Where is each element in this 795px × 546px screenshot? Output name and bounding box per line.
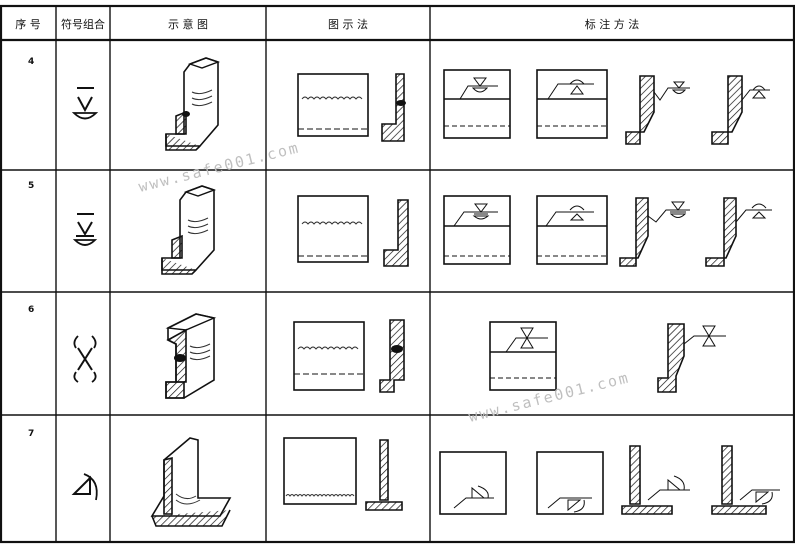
table-grid (0, 4, 795, 544)
row-number: 5 (28, 181, 34, 191)
row-number: 4 (28, 57, 34, 67)
row-6-symbol-combo (73, 335, 97, 383)
row-4-annotation (443, 69, 770, 145)
row-7-annotation (439, 445, 780, 515)
row-5-symbol-combo (72, 213, 98, 246)
header-seq: 序 号 (15, 17, 41, 31)
row-4-diagram (165, 57, 221, 151)
header-annotation: 标 注 方 法 (585, 17, 640, 31)
row-7-symbol-combo (71, 473, 98, 501)
row-4-symbol-combo (71, 87, 99, 120)
watermark-text: www.safe001.com (137, 138, 302, 195)
row-number: 6 (28, 305, 34, 315)
header-illustration: 图 示 法 (328, 17, 368, 31)
header-diagram: 示 意 图 (168, 17, 208, 31)
row-6-illustration (293, 319, 405, 393)
row-5-annotation (443, 195, 772, 267)
row-4-illustration (297, 73, 406, 142)
row-7-illustration (283, 437, 403, 511)
row-7-diagram (150, 437, 232, 527)
row-5-diagram (161, 185, 217, 275)
row-6-annotation (489, 321, 726, 393)
header-combo: 符号组合 (61, 17, 105, 31)
watermark-text: www.safe001.com (467, 368, 632, 425)
row-6-diagram (165, 313, 217, 399)
row-5-illustration (297, 195, 409, 267)
row-number: 7 (28, 429, 34, 439)
